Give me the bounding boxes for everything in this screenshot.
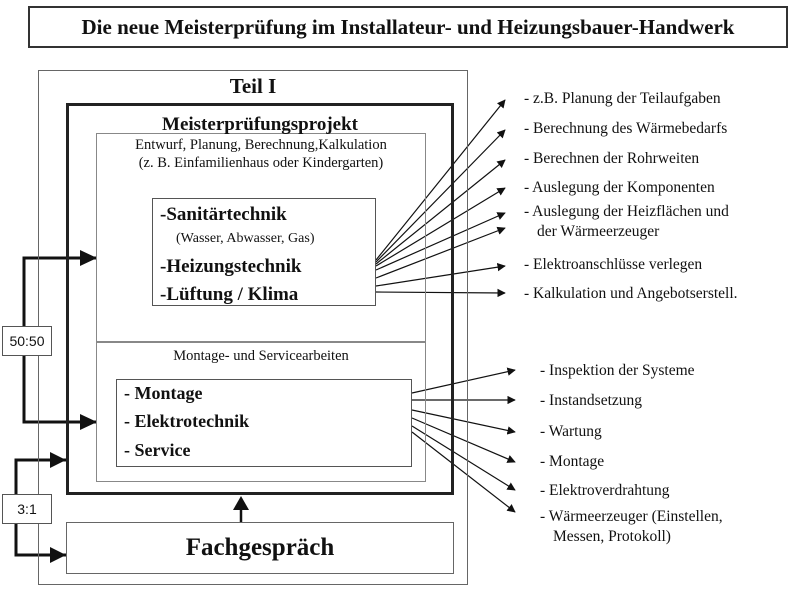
montage-output-item: - Elektroverdrahtung — [540, 482, 670, 499]
projekt-output-item: - Elektroanschlüsse verlegen — [524, 256, 703, 273]
topic-heizungstechnik: -Heizungstechnik — [160, 256, 302, 277]
projekt-box — [96, 133, 426, 342]
diagram-title: Die neue Meisterprüfung im Installateur-… — [28, 6, 788, 48]
topic-sanitaertechnik-detail: (Wasser, Abwasser, Gas) — [176, 231, 315, 246]
topic-sanitaertechnik: -Sanitärtechnik — [160, 204, 287, 225]
ratio-label-bottom: 3:1 — [2, 494, 52, 524]
projekt-subtitle-line: (z. B. Einfamilienhaus oder Kindergarten… — [138, 155, 384, 171]
projekt-title: Meisterprüfungsprojekt — [162, 114, 358, 135]
projekt-topics-box — [152, 198, 376, 306]
montage-box — [96, 342, 426, 482]
montage-output-item: - Wartung — [540, 423, 602, 440]
projekt-output-item: - Auslegung der Komponenten — [524, 179, 715, 196]
projekt-output-item: - z.B. Planung der Teilaufgaben — [524, 90, 721, 107]
projekt-output-item-continued: der Wärmeerzeuger — [537, 223, 660, 240]
projekt-subtitle: Entwurf, Planung, Berechnung,Kalkulation… — [96, 136, 426, 172]
montage-output-item: - Inspektion der Systeme — [540, 362, 695, 379]
topic-elektrotechnik: - Elektrotechnik — [124, 411, 250, 431]
ratio-label-top: 50:50 — [2, 326, 52, 356]
projekt-output-item: - Berechnen der Rohrweiten — [524, 150, 700, 167]
topic-montage: - Montage — [124, 383, 203, 403]
montage-output-item: - Wärmeerzeuger (Einstellen, — [540, 508, 723, 525]
teil-label: Teil I — [229, 74, 277, 98]
fachgespraech-box: Fachgespräch — [66, 522, 454, 574]
montage-title: Montage- und Servicearbeiten — [173, 348, 349, 364]
topic-service: - Service — [124, 440, 191, 460]
projekt-fan-arrows — [375, 99, 506, 298]
main-section-frame — [66, 103, 454, 495]
montage-fan-arrows — [411, 367, 516, 513]
bracket-arrowheads — [50, 250, 97, 563]
projekt-output-item: - Auslegung der Heizflächen und — [524, 203, 729, 220]
montage-output-item: - Montage — [540, 453, 605, 470]
montage-output-item-continued: Messen, Protokoll) — [553, 528, 671, 545]
projekt-output-item: - Berechnung des Wärmebedarfs — [524, 120, 728, 137]
projekt-subtitle-line: Entwurf, Planung, Berechnung,Kalkulation — [135, 137, 387, 153]
montage-output-item: - Instandsetzung — [540, 392, 643, 409]
montage-topics-box — [116, 379, 412, 467]
projekt-output-item: - Kalkulation und Angebotserstell. — [524, 285, 738, 302]
topic-lueftung-klima: -Lüftung / Klima — [160, 284, 299, 305]
